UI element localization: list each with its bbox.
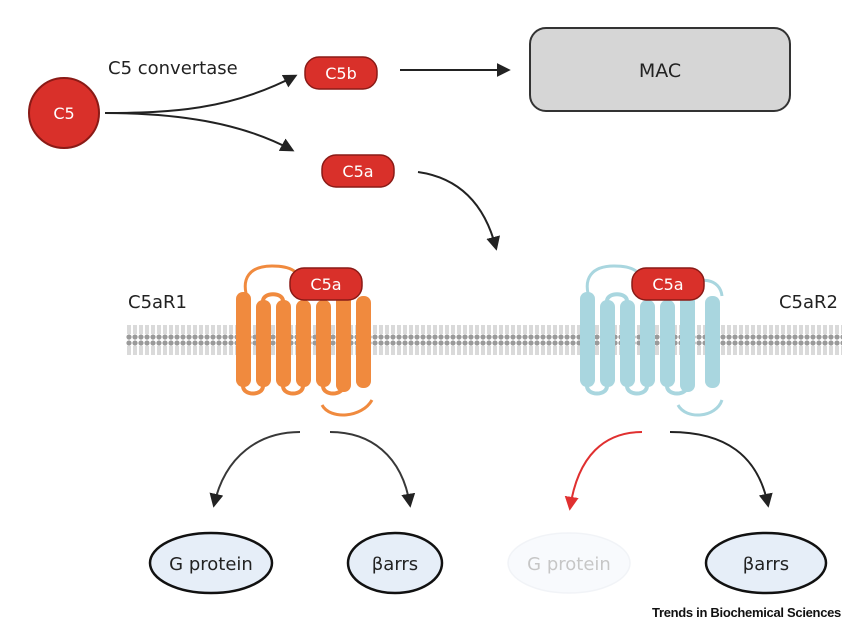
arrow-c5a-to-membrane	[417, 171, 501, 251]
c5ar2-gprotein-node: G protein	[507, 532, 631, 594]
c5ar1-gprotein-label: G protein	[169, 554, 253, 575]
c5ar2-label: C5aR2	[779, 292, 838, 313]
c5ar2-bound-c5a: C5a	[631, 267, 705, 301]
c5b-label: C5b	[325, 64, 357, 83]
arrow-c5-to-c5a	[104, 112, 295, 152]
c5ar2-ligand-label: C5a	[652, 275, 683, 294]
c5ar2-gprotein-label: G protein	[527, 554, 611, 575]
c5ar1-label: C5aR1	[128, 292, 187, 313]
arrow-c5ar1-to-barrs	[329, 431, 416, 508]
mac-node: MAC	[529, 27, 791, 112]
arrow-c5ar2-to-gprotein	[564, 431, 643, 511]
c5ar1-barrs-label: βarrs	[372, 554, 418, 575]
c5-node: C5	[28, 77, 100, 149]
cell-membrane	[126, 324, 842, 358]
c5ar1-barrs-node: βarrs	[346, 531, 444, 595]
mac-label: MAC	[639, 60, 681, 82]
c5ar1-ligand-label: C5a	[310, 275, 341, 294]
c5a-label: C5a	[342, 162, 373, 181]
c5ar2-barrs-label: βarrs	[743, 554, 789, 575]
arrow-c5ar1-to-gprotein	[209, 431, 301, 508]
c5ar2-barrs-node: βarrs	[704, 531, 828, 595]
c5-label: C5	[53, 104, 74, 123]
c5-convertase-label: C5 convertase	[108, 58, 238, 79]
arrow-c5ar2-to-barrs	[669, 431, 773, 508]
c5ar1-gprotein-node: G protein	[148, 531, 274, 595]
c5ar2-receptor	[580, 264, 724, 417]
journal-footer: Trends in Biochemical Sciences	[652, 605, 841, 620]
c5ar1-bound-c5a: C5a	[289, 267, 363, 301]
c5b-node: C5b	[304, 56, 378, 90]
c5a-node: C5a	[321, 154, 395, 188]
arrow-c5-to-c5b	[104, 74, 298, 114]
